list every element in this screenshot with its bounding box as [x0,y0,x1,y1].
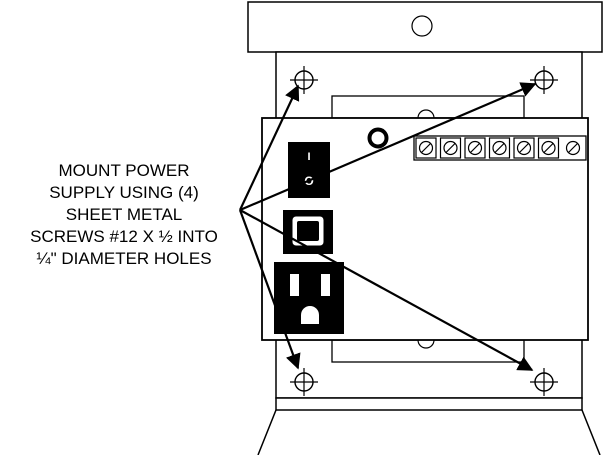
lower-slot-notch [417,339,435,349]
mounting-hole-bottom-left [290,368,318,396]
terminal-screw [537,137,560,159]
arrow-bottom-left [238,209,301,370]
callout-line-2: SUPPLY USING (4) [49,183,199,202]
top-bracket [247,1,603,53]
rocker-switch[interactable]: I O [288,142,330,198]
terminal-screw [439,137,462,159]
terminal-screw [513,137,535,159]
top-bracket-hole [411,15,433,37]
callout-line-5: ¼" DIAMETER HOLES [36,249,212,268]
outlet-slot-left [290,274,299,296]
arrow-top-right [239,82,537,212]
upper-slot-notch [417,109,435,119]
callout-line-1: MOUNT POWER [58,161,190,180]
outlet-receptacle [274,262,344,334]
outlet-ground-hole [301,306,319,324]
mounting-callout: MOUNT POWER SUPPLY USING (4) SHEET METAL… [0,160,248,270]
terminal-screw [415,137,437,159]
mounting-hole-top-left [290,66,318,94]
terminal-screw [565,140,581,156]
leader-arrows [238,82,537,371]
callout-line-4: SCREWS #12 X ½ INTO [30,227,218,246]
mounting-hole-top-right [530,66,558,94]
terminal-strip [413,135,587,161]
outlet-slot-right [321,274,330,296]
bottom-bracket [257,397,601,455]
terminal-screw [488,137,511,159]
indicator-ring [367,127,389,149]
mounting-hole-bottom-right [530,368,558,396]
callout-line-3: SHEET METAL [65,205,183,224]
arrow-top-left [239,84,300,211]
terminal-screw [464,137,486,159]
arrow-bottom-right [239,209,534,371]
switch-on-mark: I [307,151,310,163]
